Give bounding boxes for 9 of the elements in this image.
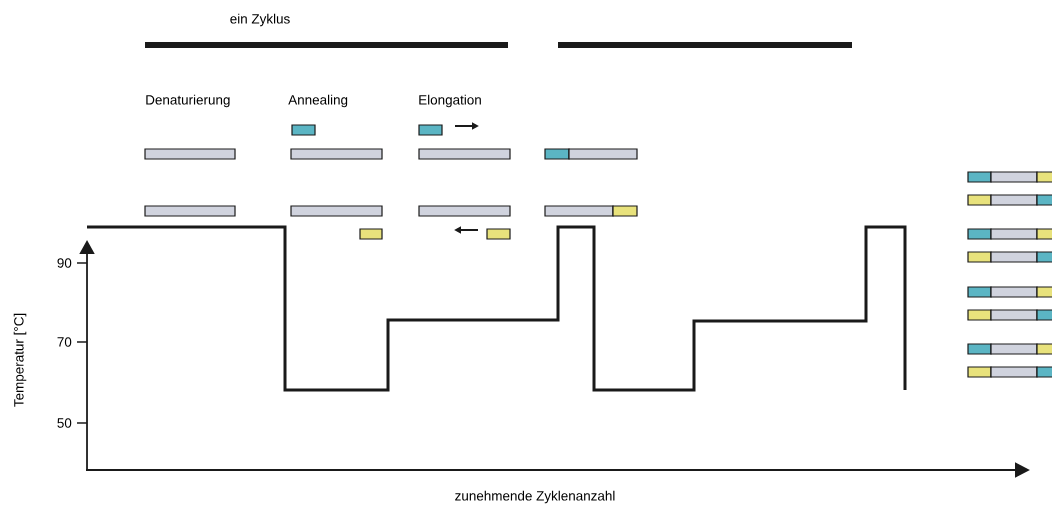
- tick-label: 70: [57, 337, 72, 347]
- title-label: ein Zyklus: [230, 13, 290, 27]
- tick-label: 50: [57, 418, 72, 428]
- axis-label: Temperatur [°C]: [13, 313, 27, 407]
- phase-label: Annealing: [288, 94, 348, 108]
- phase-label: Elongation: [419, 94, 481, 108]
- axis-label: zunehmende Zyklenanzahl: [455, 490, 615, 504]
- tick-label: 90: [57, 258, 72, 268]
- phase-label: Denaturierung: [146, 94, 230, 108]
